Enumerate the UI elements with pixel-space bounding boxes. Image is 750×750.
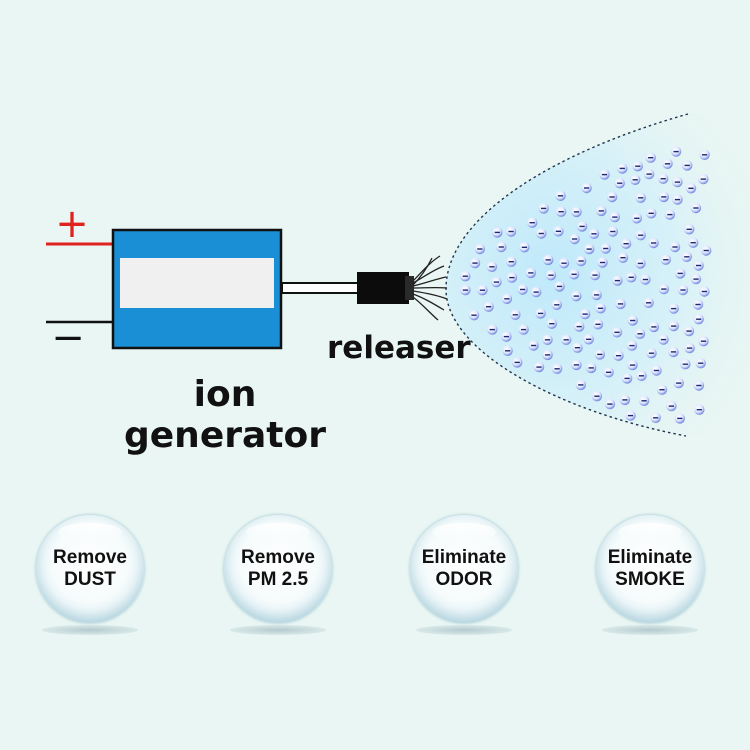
benefit-line2: PM 2.5 (247, 569, 309, 590)
benefit-line1: Eliminate (607, 547, 693, 568)
bubble-shadow (416, 625, 512, 635)
releaser-head (357, 272, 409, 304)
ion-particles (460, 146, 712, 424)
releaser-brush-fibers (412, 255, 448, 321)
ion-cloud-boundary (445, 113, 689, 437)
benefit-line1: Remove (241, 547, 315, 568)
benefit-line2: ODOR (435, 569, 493, 590)
benefit-line2: DUST (64, 569, 116, 590)
releaser-label: releaser (327, 330, 471, 366)
bubble-shadow (230, 625, 326, 635)
benefit-line1: Remove (53, 547, 127, 568)
positive-terminal-symbol: + (55, 201, 89, 247)
benefit-line2: SMOKE (615, 569, 685, 590)
releaser-collar (405, 276, 414, 300)
negative-terminal-symbol: − (51, 315, 85, 361)
benefit-eliminate-odor: Eliminate ODOR (410, 515, 518, 623)
releaser-cable (281, 282, 361, 294)
benefit-line1: Eliminate (421, 547, 507, 568)
ion-generator-label-line1: ion (193, 374, 257, 415)
benefit-eliminate-smoke: Eliminate SMOKE (596, 515, 704, 623)
ion-generator-label: ion generator (120, 374, 330, 456)
bubble-shadow (42, 625, 138, 635)
ion-generator-window (120, 258, 274, 308)
benefit-remove-dust: Remove DUST (36, 515, 144, 623)
benefit-remove-pm25: Remove PM 2.5 (224, 515, 332, 623)
bubble-shadow (602, 625, 698, 635)
ion-generator-label-line2: generator (124, 415, 326, 456)
